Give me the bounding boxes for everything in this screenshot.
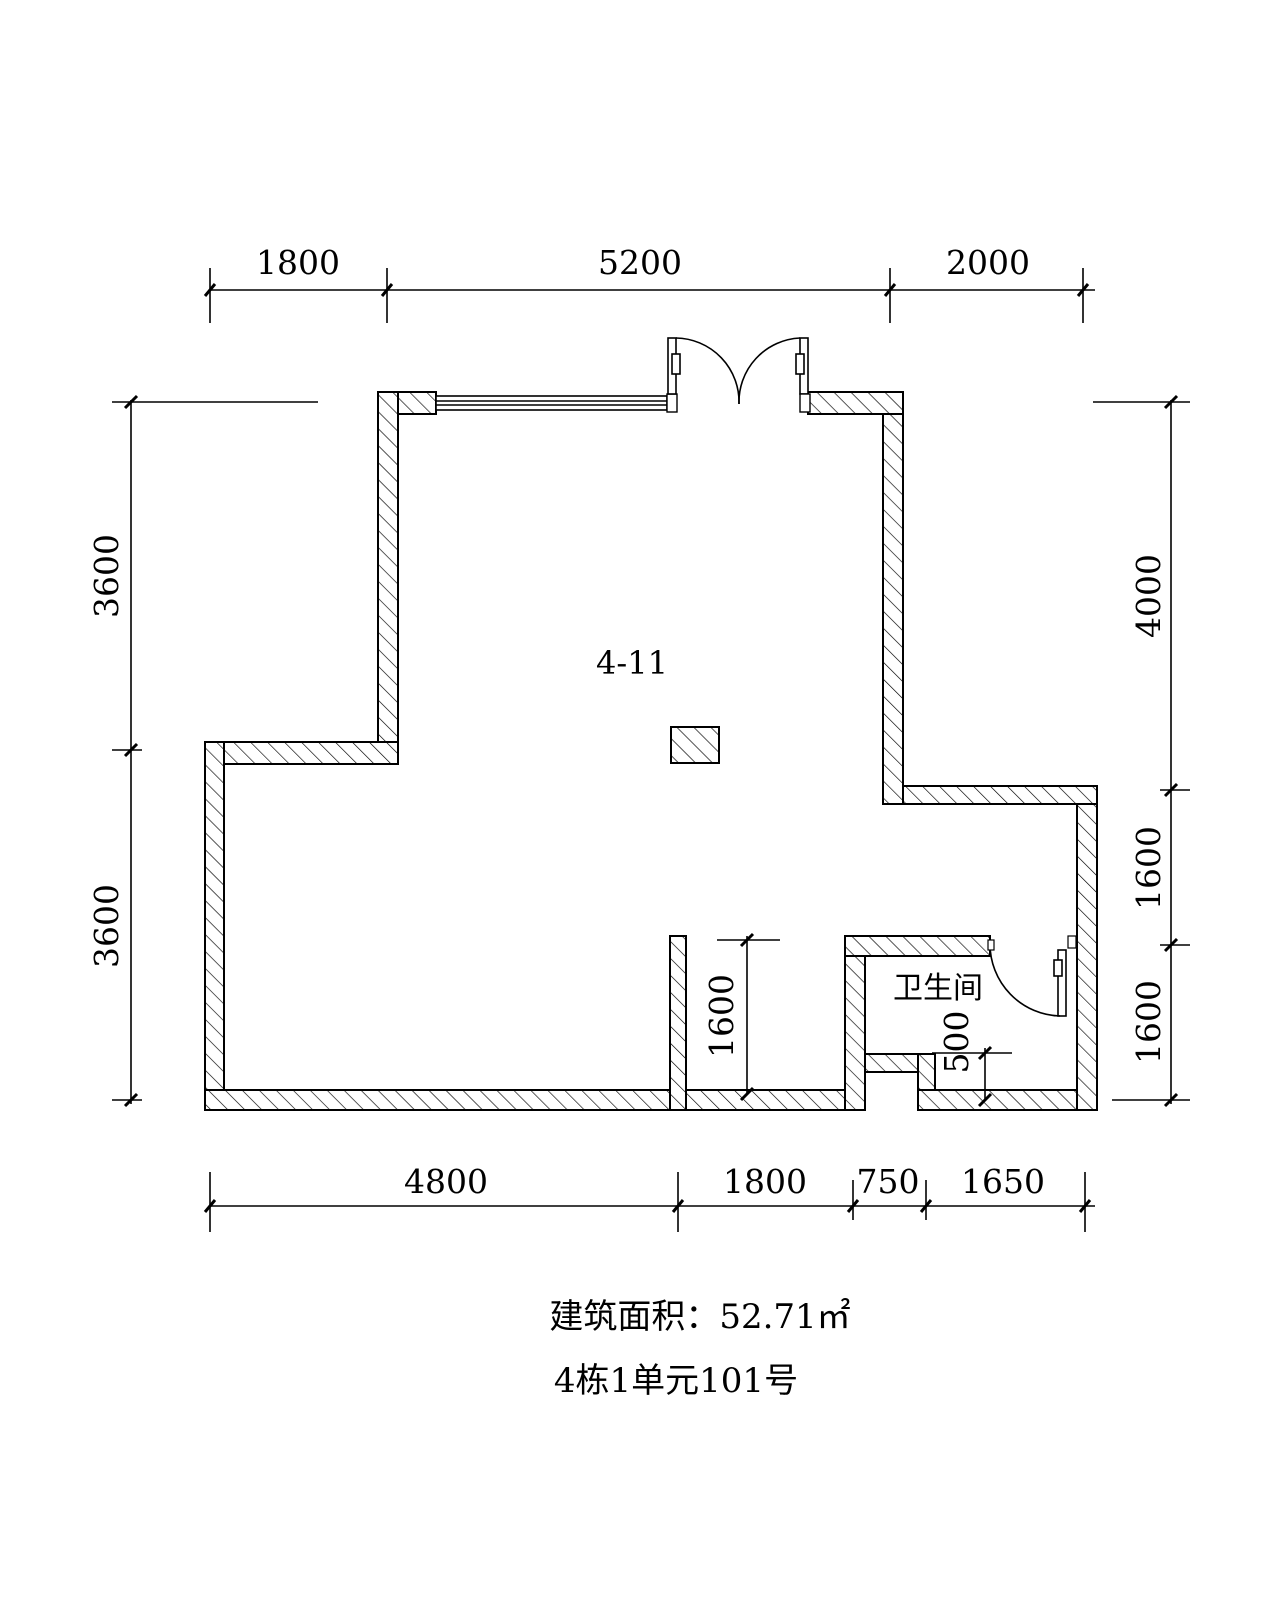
wall-right-upper <box>882 391 904 805</box>
wall-bathroom-left <box>844 935 866 1111</box>
dim-right-2: 1600 <box>1129 826 1168 910</box>
walls <box>204 391 1098 1111</box>
entrance-double-door <box>667 337 811 413</box>
bathroom-label: 卫生间 <box>893 971 983 1006</box>
dim-bottom-4: 1650 <box>961 1162 1045 1201</box>
top-window <box>435 393 678 413</box>
dim-bottom-1: 4800 <box>404 1162 488 1201</box>
dim-bottom-3: 750 <box>857 1162 920 1201</box>
dim-top-3: 2000 <box>946 243 1030 282</box>
wall-top-left <box>378 391 437 415</box>
left-dimension-chain: 3600 3600 <box>87 394 318 1108</box>
wall-bottom-middle <box>685 1089 846 1111</box>
interior-dimension-500: 500 <box>932 1011 1012 1108</box>
dim-right-1: 4000 <box>1129 554 1168 638</box>
dim-left-2: 3600 <box>87 884 126 968</box>
dim-right-3: 1600 <box>1129 980 1168 1064</box>
column <box>670 726 720 764</box>
address-caption: 4栋1单元101号 <box>554 1361 798 1401</box>
wall-step <box>205 741 399 765</box>
area-caption: 建筑面积：52.71㎡ <box>549 1297 850 1337</box>
bottom-dimension-chain: 4800 1800 750 1650 <box>203 1162 1095 1232</box>
dim-interior-small: 500 <box>937 1011 976 1074</box>
wall-right-step <box>882 785 1098 805</box>
bathroom-door <box>987 935 1077 1017</box>
dim-bottom-2: 1800 <box>723 1162 807 1201</box>
wall-left-lower <box>204 741 225 1111</box>
wall-bathroom-top <box>844 935 991 957</box>
wall-right-lower <box>1076 785 1098 1111</box>
wall-left-upper <box>377 391 399 761</box>
dim-top-1: 1800 <box>256 243 340 282</box>
unit-label: 4-11 <box>596 644 668 682</box>
wall-bottom-right <box>917 1089 1096 1111</box>
dim-top-2: 5200 <box>598 243 682 282</box>
wall-top-right <box>807 391 904 415</box>
right-dimension-chain: 4000 1600 1600 <box>1093 394 1190 1108</box>
top-dimension-chain: 1800 5200 2000 <box>203 243 1095 323</box>
wall-partition <box>669 935 687 1111</box>
interior-dimension-1600: 1600 <box>702 932 780 1102</box>
wall-bottom-left <box>204 1089 687 1111</box>
dim-left-1: 3600 <box>87 534 126 618</box>
dim-interior-partition: 1600 <box>702 974 741 1058</box>
